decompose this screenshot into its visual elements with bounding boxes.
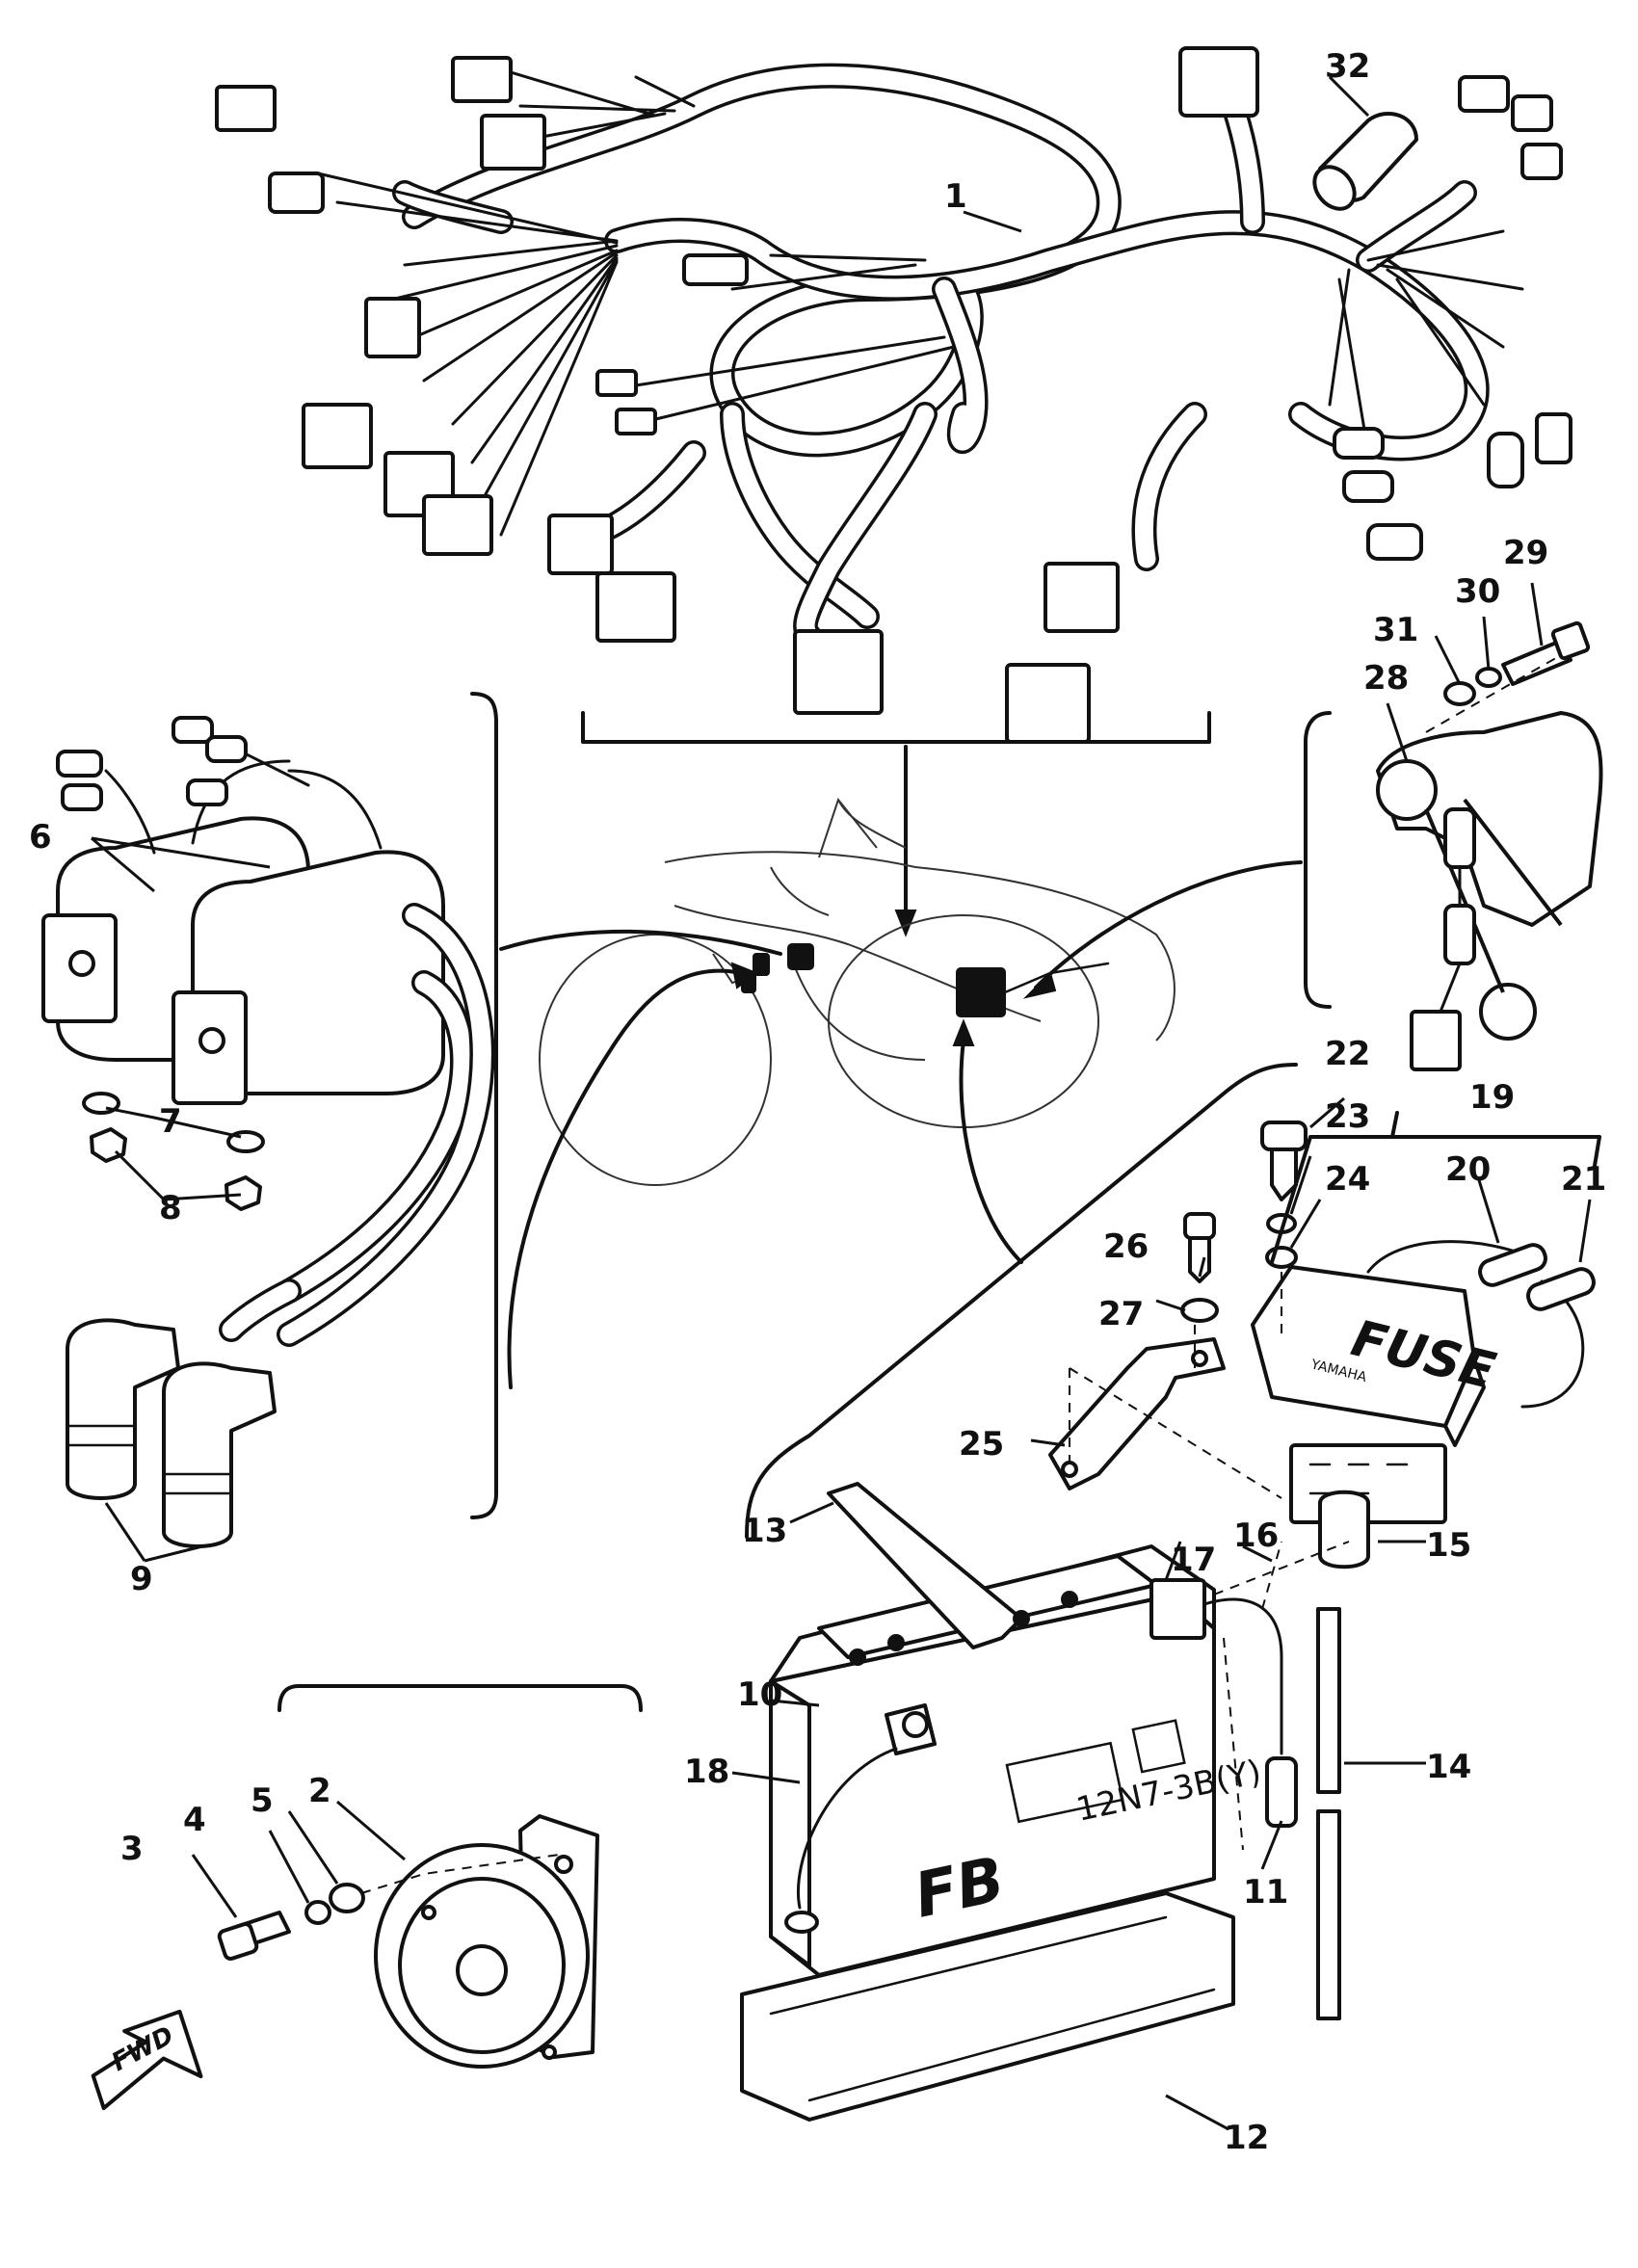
- callout-15: 15: [1426, 1526, 1471, 1565]
- callout-18: 18: [684, 1753, 729, 1791]
- callout-19: 19: [1469, 1078, 1515, 1117]
- callout-31: 31: [1373, 611, 1418, 649]
- callout-23: 23: [1325, 1097, 1370, 1136]
- callout-5: 5: [251, 1781, 274, 1820]
- callout-17: 17: [1171, 1541, 1216, 1579]
- callout-8: 8: [159, 1189, 182, 1227]
- callout-13: 13: [742, 1512, 787, 1550]
- callout-10: 10: [737, 1675, 782, 1714]
- callout-27: 27: [1098, 1295, 1144, 1333]
- callout-1: 1: [944, 177, 967, 216]
- callout-3: 3: [120, 1830, 144, 1868]
- forward-direction-arrow: FWD: [91, 2009, 203, 2111]
- callout-20: 20: [1445, 1150, 1491, 1189]
- callout-28: 28: [1363, 659, 1409, 698]
- callout-6: 6: [29, 818, 52, 857]
- harness-group-bracket: [581, 711, 1211, 744]
- horn-assembly: [217, 1814, 599, 2069]
- rectifier-regulator: [1376, 620, 1603, 1071]
- callout-2: 2: [308, 1772, 331, 1810]
- callout-7: 7: [159, 1102, 182, 1141]
- horn-group-bracket: [277, 1684, 643, 1712]
- callout-4: 4: [183, 1801, 206, 1839]
- callout-12: 12: [1224, 2119, 1269, 2157]
- callout-11: 11: [1243, 1873, 1288, 1912]
- callout-14: 14: [1426, 1748, 1471, 1786]
- ignition-coils: [41, 716, 495, 1548]
- rectifier-group-bracket: [1304, 711, 1332, 1009]
- callout-numbers: 1 2 3 4 5 6 7 8 9 10 11 12 13 14 15 16 1…: [29, 47, 1606, 2157]
- callout-22: 22: [1325, 1035, 1370, 1073]
- callout-24: 24: [1325, 1160, 1370, 1199]
- callout-9: 9: [130, 1560, 153, 1598]
- ignition-group-bracket: [470, 692, 498, 1519]
- callout-29: 29: [1503, 534, 1548, 572]
- callout-30: 30: [1455, 572, 1500, 611]
- battery-assembly: FB 12N7-3B(Y): [740, 1482, 1370, 2122]
- callout-26: 26: [1103, 1227, 1149, 1266]
- callout-21: 21: [1561, 1160, 1606, 1199]
- callout-32: 32: [1325, 47, 1370, 86]
- fuse-box-assembly: FUSE YAMAHA: [1048, 1121, 1596, 1524]
- wire-harness: [215, 46, 1572, 744]
- battery-group-bracket: [745, 1063, 1298, 1539]
- callout-16: 16: [1233, 1516, 1279, 1555]
- motorcycle-location-sketch: [539, 797, 1176, 1186]
- callout-25: 25: [959, 1425, 1004, 1464]
